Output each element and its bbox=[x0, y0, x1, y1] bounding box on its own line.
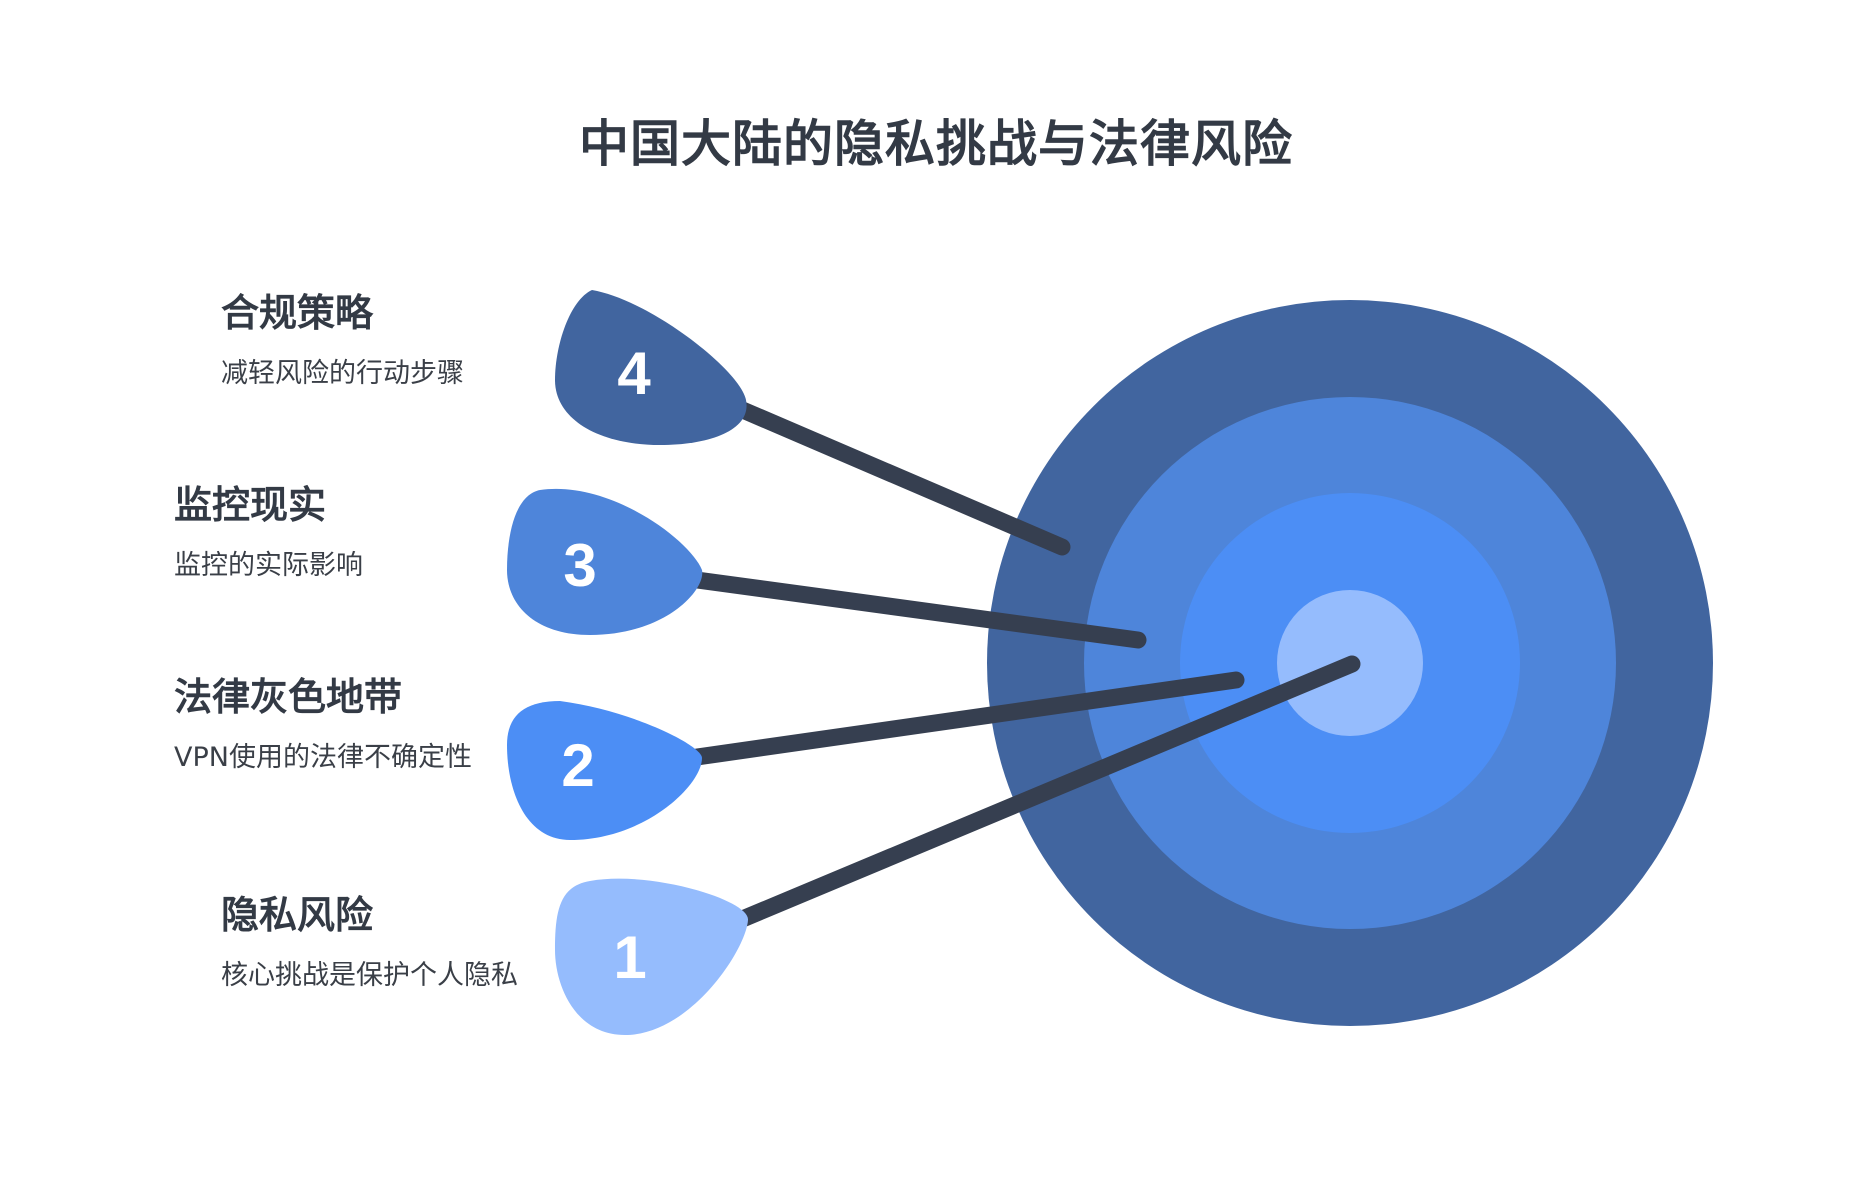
arrow-shaft-3 bbox=[688, 571, 1147, 649]
page-title: 中国大陆的隐私挑战与法律风险 bbox=[579, 115, 1293, 173]
arrow-shaft-2 bbox=[688, 671, 1245, 766]
arrowhead-3 bbox=[507, 488, 703, 635]
label-2: 法律灰色地带 VPN使用的法律不确定性 bbox=[174, 674, 474, 776]
label-1-heading: 隐私风险 bbox=[221, 893, 374, 937]
label-4-description: 减轻风险的行动步骤 bbox=[221, 358, 464, 389]
label-2-heading: 法律灰色地带 bbox=[174, 675, 403, 719]
arrow-shaft-1 bbox=[731, 655, 1361, 929]
arrowhead-2 bbox=[507, 701, 702, 840]
label-4: 合规策略 减轻风险的行动步骤 bbox=[221, 290, 521, 392]
arrowhead-number-2: 2 bbox=[561, 732, 594, 799]
label-2-description: VPN使用的法律不确定性 bbox=[174, 742, 472, 773]
label-3-heading: 监控现实 bbox=[174, 483, 327, 527]
label-3-description: 监控的实际影响 bbox=[174, 550, 363, 581]
label-1: 隐私风险 核心挑战是保护个人隐私 bbox=[221, 892, 521, 994]
arrow-shaft-4 bbox=[729, 399, 1071, 556]
label-1-description: 核心挑战是保护个人隐私 bbox=[221, 960, 518, 991]
arrowhead-1 bbox=[555, 878, 749, 1035]
label-3: 监控现实 监控的实际影响 bbox=[174, 482, 474, 584]
arrowhead-number-3: 3 bbox=[563, 532, 596, 599]
arrowhead-number-1: 1 bbox=[613, 924, 646, 991]
arrowhead-number-4: 4 bbox=[617, 340, 651, 407]
label-4-heading: 合规策略 bbox=[221, 291, 374, 335]
arrowhead-4 bbox=[555, 290, 747, 445]
